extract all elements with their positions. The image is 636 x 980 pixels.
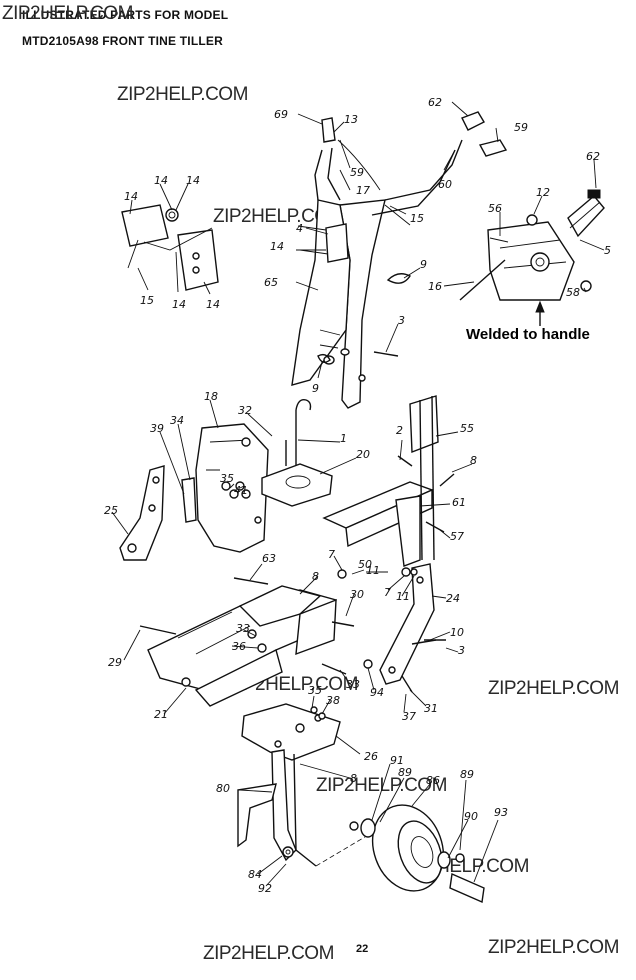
part-label: 9 (312, 382, 319, 395)
part-label: 11 (366, 564, 380, 577)
part-label: 56 (488, 202, 502, 215)
part-label: 41 (234, 484, 248, 497)
part-label: 14 (270, 240, 284, 253)
page-number: 22 (356, 943, 369, 955)
part-label: 16 (428, 280, 442, 293)
part-label: 26 (364, 750, 378, 763)
part-label: 36 (232, 640, 246, 653)
part-label: 61 (452, 496, 466, 509)
watermark: ZIP2HELP.COM (203, 943, 334, 964)
part-number-labels: 69 13 62 59 59 60 17 15 4 14 9 65 3 9 62… (104, 96, 611, 895)
part-label: 59 (350, 166, 364, 179)
part-label: 86 (426, 774, 440, 787)
part-label: 14 (186, 174, 200, 187)
part-label: 38 (326, 694, 340, 707)
detail-bracket-14 (121, 204, 219, 291)
part-label: 14 (124, 190, 138, 203)
part-label: 10 (450, 626, 464, 639)
watermark: ZIP2HELP.COM (213, 206, 344, 227)
part-label: 24 (446, 592, 460, 605)
part-label: 39 (150, 422, 164, 435)
part-label: 8 (350, 772, 357, 785)
part-label: 62 (586, 150, 600, 163)
part-label: 63 (262, 552, 276, 565)
part-label: 3 (458, 644, 465, 657)
welded-note: Welded to handle (466, 326, 590, 343)
part-label: 94 (370, 686, 384, 699)
part-label: 21 (154, 708, 168, 721)
watermark: ZIP2HELP.COM (2, 3, 133, 24)
belt-cover-18 (181, 423, 269, 553)
bracket-24 (379, 563, 437, 685)
mount-plate-20 (261, 463, 333, 507)
part-label: 29 (108, 656, 122, 669)
part-label: 12 (536, 186, 550, 199)
part-label: 59 (514, 121, 528, 134)
part-label: 89 (398, 766, 412, 779)
part-label: 9 (420, 258, 427, 271)
depth-bar-25 (119, 465, 165, 561)
part-label: 18 (204, 390, 218, 403)
watermark: ZIP2HELP.COM (316, 775, 447, 796)
part-label: 55 (460, 422, 474, 435)
part-label: 14 (154, 174, 168, 187)
part-label: 62 (428, 96, 442, 109)
part-label: 91 (390, 754, 404, 767)
part-label: 15 (140, 294, 154, 307)
part-label: 33 (346, 678, 360, 691)
leader-lines (111, 101, 605, 887)
part-label: 30 (350, 588, 364, 601)
part-label: 65 (264, 276, 278, 289)
part-label: 69 (274, 108, 288, 121)
part-label: 1 (340, 432, 347, 445)
detail-control-lever (459, 189, 605, 326)
part-label: 15 (410, 212, 424, 225)
title-line-1: ILLUSTRATED PARTS FOR MODEL (22, 8, 229, 22)
part-label: 35 (308, 684, 322, 697)
watermark: ZIP2HELP.COM (488, 678, 619, 699)
part-label: 37 (402, 710, 416, 723)
part-label: 14 (172, 298, 186, 311)
part-label: 8 (312, 570, 319, 583)
title-line-2: MTD2105A98 FRONT TINE TILLER (22, 34, 223, 48)
part-label: 4 (296, 222, 303, 235)
part-label: 89 (460, 768, 474, 781)
part-label: 57 (450, 530, 464, 543)
part-label: 5 (604, 244, 611, 257)
watermark: ZIP2HELP.COM (488, 937, 619, 958)
part-label: 32 (238, 404, 252, 417)
part-label: 92 (258, 882, 272, 895)
part-label: 3 (398, 314, 405, 327)
watermark: ZIP2HELP.COM (117, 84, 248, 105)
handle-support-50 (322, 395, 439, 567)
part-label: 11 (396, 590, 410, 603)
handle-assembly (291, 111, 508, 409)
part-label: 7 (384, 586, 391, 599)
part-label: 84 (248, 868, 262, 881)
part-label: 93 (494, 806, 508, 819)
wheel-86 (360, 804, 485, 904)
part-label: 14 (206, 298, 220, 311)
part-label: 60 (438, 178, 452, 191)
part-label: 2 (396, 424, 403, 437)
part-label: 20 (356, 448, 370, 461)
part-label: 7 (328, 548, 335, 561)
part-label: 50 (358, 558, 372, 571)
part-label: 35 (220, 472, 234, 485)
part-label: 13 (344, 113, 358, 126)
wheel-arm-80 (237, 749, 381, 867)
part-label: 34 (170, 414, 184, 427)
part-label: 90 (464, 810, 478, 823)
part-label: 8 (470, 454, 477, 467)
part-label: 58 (566, 286, 580, 299)
wheel-bracket-26 (241, 703, 341, 761)
part-label: 80 (216, 782, 230, 795)
part-label: 33 (236, 622, 250, 635)
part-label: 17 (356, 184, 370, 197)
part-label: 25 (104, 504, 118, 517)
part-label: 31 (424, 702, 438, 715)
shift-rod-1 (295, 399, 312, 475)
